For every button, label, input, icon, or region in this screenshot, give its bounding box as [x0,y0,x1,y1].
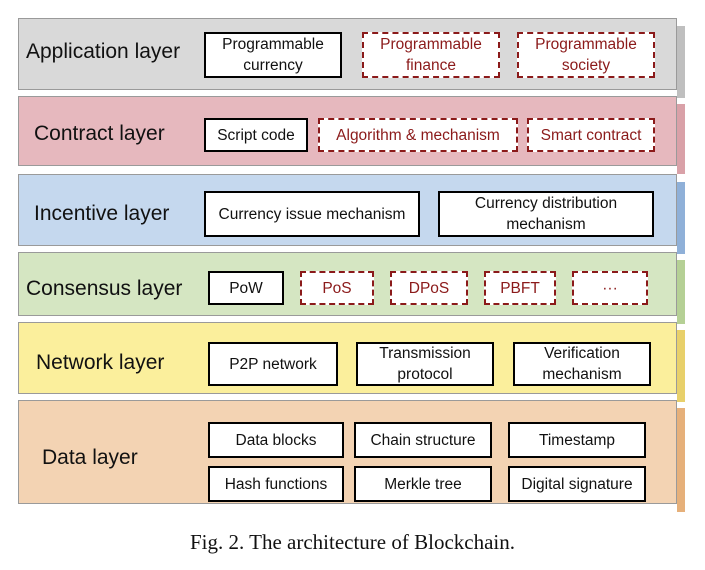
component-box: Data blocks [208,422,344,458]
layer-title: Application layer [26,40,181,63]
component-box: Digital signature [508,466,646,502]
component-box: Merkle tree [354,466,492,502]
component-box: Hash functions [208,466,344,502]
layer-side-face [677,104,685,174]
layer-title: Consensus layer [26,277,183,300]
component-box: Verification mechanism [513,342,651,386]
component-box: PoW [208,271,284,305]
layer-title: Contract layer [34,122,165,145]
component-box: Smart contract [527,118,655,152]
component-box: Chain structure [354,422,492,458]
component-box: DPoS [390,271,468,305]
component-box: Algorithm & mechanism [318,118,518,152]
component-box: Script code [204,118,308,152]
layer-title: Data layer [42,446,138,469]
component-box: PBFT [484,271,556,305]
component-box: Transmission protocol [356,342,494,386]
layer-title: Network layer [36,351,165,374]
figure-caption: Fig. 2. The architecture of Blockchain. [189,530,515,554]
component-box: ··· [572,271,648,305]
layer-side-face [677,408,685,512]
layer-title: Incentive layer [34,202,170,225]
component-box: Programmable currency [204,32,342,78]
layer-side-face [677,182,685,254]
component-box: Currency issue mechanism [204,191,420,237]
layer-side-face [677,260,685,324]
component-box: PoS [300,271,374,305]
component-box: Programmable society [517,32,655,78]
component-box: Currency distribution mechanism [438,191,654,237]
component-box: P2P network [208,342,338,386]
layer-side-face [677,26,685,98]
layer-side-face [677,330,685,402]
component-box: Programmable finance [362,32,500,78]
component-box: Timestamp [508,422,646,458]
